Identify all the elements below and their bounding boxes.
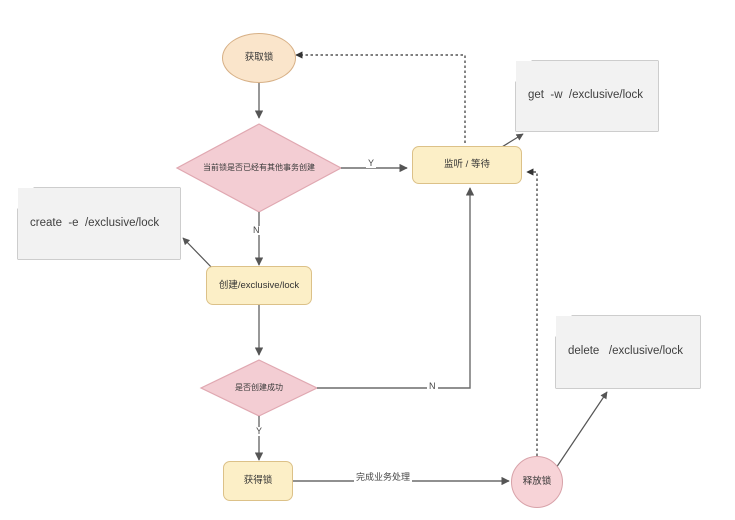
edge-created-no-to-watch	[317, 187, 475, 389]
note-create-ephemeral: create -e /exclusive/lock	[18, 188, 180, 259]
node-create-lock-label: 创建/exclusive/lock	[218, 279, 300, 291]
edge-release-to-watch-dotted	[526, 168, 538, 456]
node-create-lock[interactable]: 创建/exclusive/lock	[206, 266, 312, 305]
edge-label-business-done: 完成业务处理	[354, 472, 413, 482]
node-start[interactable]: 获取锁	[222, 33, 296, 83]
node-release-lock-label: 释放锁	[522, 476, 552, 488]
note-get-watch-label: get -w /exclusive/lock	[528, 89, 644, 102]
note-delete-lock: delete /exclusive/lock	[556, 316, 700, 388]
node-release-lock[interactable]: 释放锁	[511, 456, 563, 508]
edge-label-created-no: N	[427, 381, 438, 391]
edge-label-created-yes: Y	[254, 426, 265, 436]
edge-label-locked-yes: Y	[366, 158, 377, 168]
node-watch-wait[interactable]: 监听 / 等待	[412, 146, 522, 184]
node-decision-created-label: 是否创建成功	[235, 383, 283, 393]
node-start-label: 获取锁	[244, 52, 274, 64]
note-create-ephemeral-label: create -e /exclusive/lock	[30, 216, 160, 229]
node-decision-locked-label: 当前锁是否已经有其他事务创建	[203, 163, 315, 173]
note-get-watch: get -w /exclusive/lock	[516, 61, 658, 131]
node-got-lock[interactable]: 获得锁	[223, 461, 293, 501]
node-watch-wait-label: 监听 / 等待	[444, 159, 490, 171]
edge-label-locked-no: N	[251, 225, 262, 235]
note-delete-lock-label: delete /exclusive/lock	[568, 345, 684, 358]
node-got-lock-label: 获得锁	[243, 475, 273, 487]
edge-release-to-note	[555, 391, 608, 469]
node-decision-locked[interactable]: 当前锁是否已经有其他事务创建	[177, 124, 341, 212]
node-decision-created[interactable]: 是否创建成功	[201, 360, 317, 416]
